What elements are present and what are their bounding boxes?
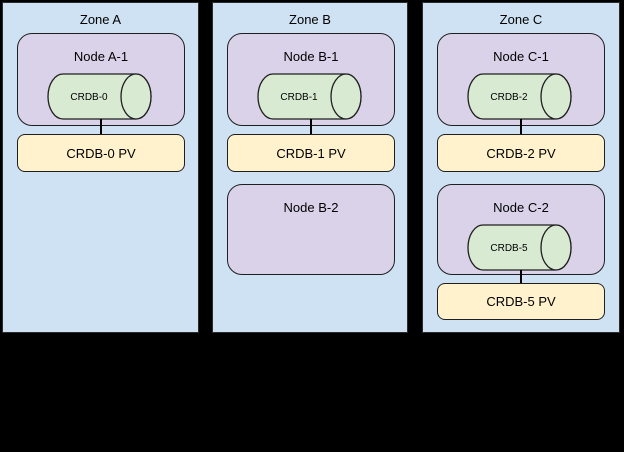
crdb-2-connector-line: [520, 119, 522, 134]
crdb-5-cylinder-icon: CRDB-5: [467, 224, 572, 271]
node-b-1-title: Node B-1: [283, 49, 339, 64]
crdb-2-pv-box: CRDB-2 PV: [437, 134, 605, 172]
crdb-0-pv-label: CRDB-0 PV: [66, 145, 136, 161]
zone-c: Zone C Node C-1 CRDB-2 CRDB-2 PV Node C-…: [422, 2, 620, 333]
crdb-1-connector-line: [310, 119, 312, 134]
crdb-1-cylinder-label: CRDB-1: [280, 92, 318, 103]
crdb-1-cylinder-icon: CRDB-1: [257, 73, 362, 120]
node-b-1: Node B-1 CRDB-1: [227, 33, 395, 126]
crdb-1-pv-box: CRDB-1 PV: [227, 134, 395, 172]
node-c-2: Node C-2 CRDB-5: [437, 184, 605, 275]
zone-a: Zone A Node A-1 CRDB-0 CRDB-0 PV: [2, 2, 199, 333]
crdb-2-pv-label: CRDB-2 PV: [486, 145, 556, 161]
node-c-2-title: Node C-2: [493, 200, 549, 215]
cylinder-face: [330, 73, 362, 120]
crdb-0-connector-line: [100, 119, 102, 134]
cylinder-face: [540, 224, 572, 271]
node-a-1: Node A-1 CRDB-0: [17, 33, 185, 126]
node-c-1: Node C-1 CRDB-2: [437, 33, 605, 126]
crdb-2-cylinder-label: CRDB-2: [490, 92, 528, 103]
crdb-0-cylinder-label: CRDB-0: [70, 92, 108, 103]
zone-b-title: Zone B: [289, 12, 331, 27]
zone-b: Zone B Node B-1 CRDB-1 CRDB-1 PV Node B-…: [212, 2, 408, 333]
zone-a-title: Zone A: [79, 12, 122, 27]
crdb-5-pv-label: CRDB-5 PV: [486, 294, 556, 309]
zone-c-title: Zone C: [499, 12, 543, 27]
crdb-5-connector-line: [520, 270, 522, 283]
cylinder-face: [120, 73, 152, 120]
crdb-2-cylinder-icon: CRDB-2: [467, 73, 572, 120]
node-c-1-title: Node C-1: [493, 49, 549, 64]
crdb-0-cylinder-icon: CRDB-0: [47, 73, 152, 120]
node-b-2-title: Node B-2: [283, 200, 339, 215]
node-a-1-title: Node A-1: [73, 49, 129, 64]
cylinder-face: [540, 73, 572, 120]
crdb-1-pv-label: CRDB-1 PV: [276, 145, 346, 161]
crdb-5-cylinder-label: CRDB-5: [490, 243, 528, 254]
crdb-5-pv-box: CRDB-5 PV: [437, 283, 605, 320]
crdb-0-pv-box: CRDB-0 PV: [17, 134, 185, 172]
node-b-2: Node B-2: [227, 184, 395, 275]
